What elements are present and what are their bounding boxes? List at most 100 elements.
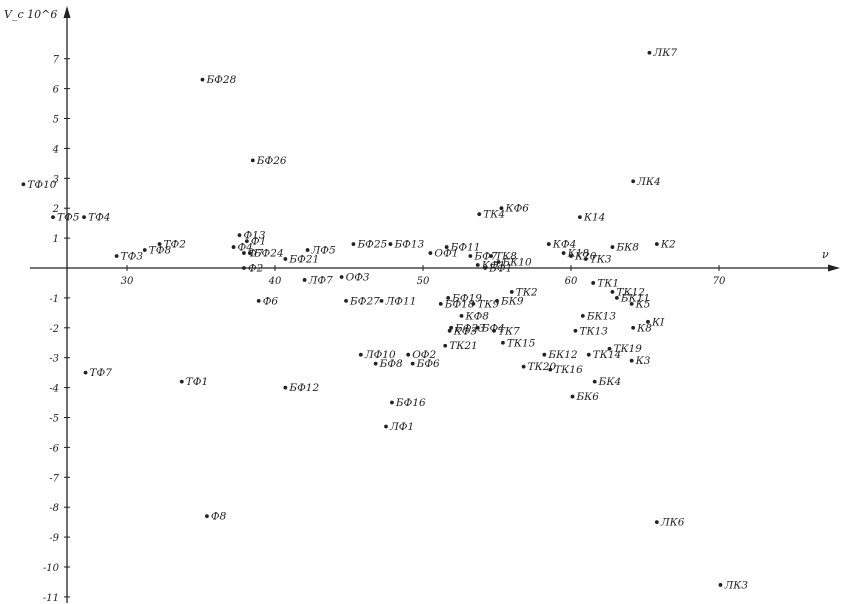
data-point	[577, 215, 582, 220]
data-point-label: БФ18	[444, 298, 475, 310]
data-point-label: ТК1	[597, 277, 619, 289]
data-point	[521, 364, 526, 369]
data-point-label: БФ13	[393, 239, 424, 251]
data-point-label: ТФ8	[149, 245, 172, 257]
data-point-label: ТФ7	[90, 367, 113, 379]
y-tick-label: 1	[53, 234, 59, 245]
data-point-label: БФ26	[256, 155, 287, 167]
data-point-label: БК9	[500, 295, 524, 307]
data-point-label: К14	[583, 212, 606, 224]
y-tick-label: -8	[49, 503, 59, 514]
data-point	[83, 370, 88, 375]
data-point	[542, 352, 547, 357]
data-point-label: Ф2	[248, 263, 264, 275]
data-point	[489, 254, 493, 258]
data-point-label: ЛК3	[723, 579, 748, 591]
data-point-label: К3	[635, 355, 651, 367]
data-point-label: Ф7	[248, 248, 264, 260]
data-point-label: КФ8	[464, 310, 489, 322]
data-point-label: БФ23	[454, 322, 485, 334]
data-point	[580, 313, 585, 318]
data-point-label: БФ7	[473, 251, 497, 263]
data-point-label: Ф6	[263, 295, 279, 307]
x-axis-arrow	[828, 264, 840, 272]
data-point	[496, 260, 501, 264]
data-point	[646, 319, 650, 324]
data-point-label: ОФ3	[346, 271, 370, 283]
data-point	[569, 254, 573, 258]
data-point	[483, 266, 488, 270]
data-point-label: БФ25	[356, 239, 387, 251]
data-point	[250, 158, 255, 163]
data-point	[561, 251, 566, 255]
data-point-label: ЛФ7	[308, 274, 333, 286]
data-point-label: ТК20	[528, 361, 557, 373]
data-point-label: БФ6	[416, 358, 440, 370]
y-axis-arrow	[63, 6, 71, 18]
data-point-label: ТК7	[498, 325, 520, 337]
data-point-label: ТК14	[593, 349, 622, 361]
data-point	[21, 182, 26, 187]
data-point	[179, 379, 184, 384]
data-point-label: БФ19	[451, 292, 482, 304]
x-tick-label: 30	[121, 276, 134, 287]
data-point-label: ТК21	[449, 340, 478, 352]
data-point	[654, 242, 659, 246]
data-point-label: К8	[636, 322, 652, 334]
data-point	[358, 352, 363, 357]
data-point-label: ТК12	[616, 286, 645, 298]
data-point	[591, 281, 596, 285]
data-point-label: БК4	[598, 376, 622, 388]
y-tick-label: -4	[49, 384, 59, 395]
data-point-label: БФ8	[379, 358, 403, 370]
data-point-label: БК10	[501, 257, 532, 269]
data-point-label: БК12	[547, 349, 578, 361]
data-point-label: ТФ10	[27, 179, 56, 191]
data-point	[629, 301, 634, 306]
data-point-label: БК8	[615, 242, 639, 254]
data-point-label: ЛК7	[652, 47, 677, 59]
data-point-label: БК13	[586, 310, 617, 322]
data-point	[242, 266, 246, 270]
data-point	[428, 251, 433, 255]
data-point-label: ТФ2	[164, 239, 187, 251]
data-point	[586, 352, 591, 357]
data-point	[283, 257, 288, 261]
y-tick-label: 7	[53, 55, 60, 66]
data-point-label: БФ4	[481, 322, 505, 334]
y-tick-label: 3	[53, 174, 59, 185]
y-axis-label: V_c 10^6	[4, 8, 57, 21]
data-point	[631, 179, 636, 184]
data-point	[548, 367, 553, 372]
data-point-label: БФ1	[488, 263, 512, 275]
data-point	[468, 254, 473, 258]
data-point	[443, 343, 448, 348]
data-point	[492, 328, 496, 333]
data-point	[592, 379, 597, 384]
y-tick-label: -3	[49, 354, 59, 365]
data-point-label: БФ27	[349, 295, 380, 307]
data-point	[471, 301, 476, 306]
data-point	[475, 325, 480, 330]
data-point-label: БФ16	[395, 397, 426, 409]
data-point	[499, 206, 504, 211]
data-point-label: К20	[574, 251, 597, 263]
data-point	[570, 394, 575, 399]
data-point	[256, 298, 261, 303]
data-point-label: ЛФ1	[389, 421, 414, 433]
y-tick-label: 2	[52, 204, 59, 215]
data-point-label: ТК8	[495, 251, 517, 263]
data-point	[373, 361, 378, 366]
data-point	[231, 245, 236, 249]
axes	[30, 6, 840, 603]
data-point	[82, 215, 86, 220]
data-point-label: ЛФ10	[364, 349, 396, 361]
data-point-label: КI	[651, 316, 665, 328]
data-point-label: КФ6	[504, 203, 529, 215]
data-point-label: ТФ3	[121, 251, 144, 263]
data-point	[438, 301, 443, 306]
data-point	[647, 50, 652, 55]
data-point	[444, 245, 449, 249]
